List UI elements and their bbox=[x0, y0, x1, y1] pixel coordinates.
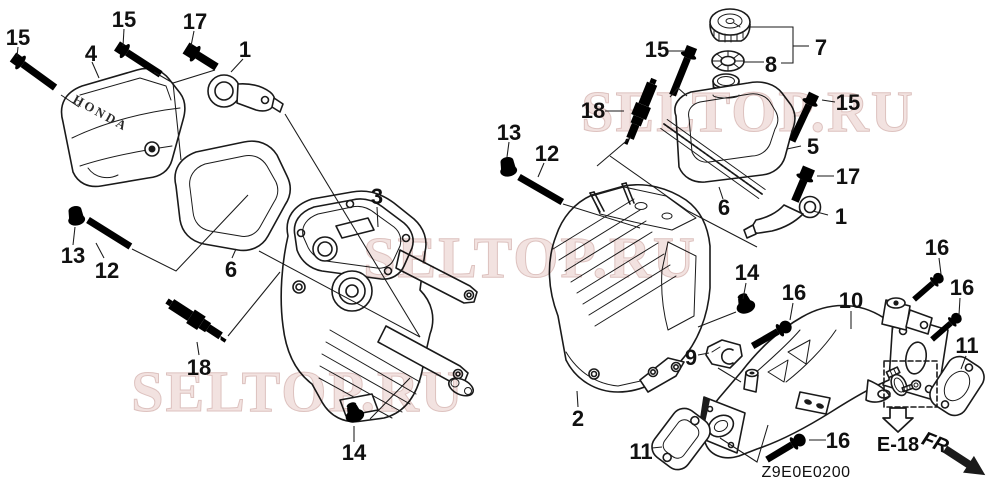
callout-leader-lines bbox=[16, 26, 967, 463]
page-ref-label: E-18 bbox=[877, 434, 919, 456]
diagram-code: Z9E0E0200 bbox=[761, 464, 850, 481]
part-11-gasket-right bbox=[929, 355, 985, 417]
callout-14-right: 14 bbox=[735, 260, 760, 285]
detail-box bbox=[883, 360, 938, 408]
part-14-bolt-right bbox=[732, 290, 757, 316]
part-1-bracket-right bbox=[743, 195, 822, 239]
down-arrow-icon bbox=[882, 407, 914, 433]
bolt-17-a bbox=[181, 40, 222, 75]
watermark-center: SELTOP.RU bbox=[363, 225, 696, 290]
part-2-cylinder bbox=[548, 182, 711, 393]
callout-16-a: 16 bbox=[782, 280, 806, 305]
callout-16-b: 16 bbox=[925, 235, 949, 260]
callout-15-c: 15 bbox=[645, 37, 669, 62]
line-art-layer: HONDA bbox=[8, 8, 985, 471]
watermark-top-right: SELTOP.RU bbox=[581, 79, 914, 144]
callout-13-center: 13 bbox=[497, 120, 521, 145]
callout-18-left: 18 bbox=[187, 355, 211, 380]
callout-9: 9 bbox=[685, 345, 697, 370]
callout-6-left: 6 bbox=[225, 257, 237, 282]
part-7-filler-cap bbox=[709, 8, 751, 43]
callout-3: 3 bbox=[371, 184, 383, 209]
callout-12-left: 12 bbox=[95, 258, 119, 283]
part-11-gasket-left bbox=[651, 407, 711, 471]
callout-1-left: 1 bbox=[239, 37, 251, 62]
callout-11-left: 11 bbox=[629, 439, 652, 464]
callout-8: 8 bbox=[765, 52, 777, 77]
callout-12-center: 12 bbox=[535, 141, 559, 166]
callout-18-top: 18 bbox=[581, 98, 605, 123]
callout-17-b: 17 bbox=[836, 164, 860, 189]
callout-16-d: 16 bbox=[826, 428, 850, 453]
part-13-nut-center bbox=[497, 155, 519, 178]
callout-5: 5 bbox=[807, 134, 819, 159]
part-1-bracket-left bbox=[207, 74, 284, 113]
callout-13-left: 13 bbox=[61, 243, 85, 268]
watermark-bottom-left: SELTOP.RU bbox=[131, 359, 464, 424]
part-6-gasket-left bbox=[174, 140, 291, 252]
part-5-head-cover bbox=[674, 73, 796, 183]
part-18-spark-plug-left bbox=[162, 294, 231, 347]
bolt-15-a bbox=[8, 50, 60, 95]
callout-1-right: 1 bbox=[835, 204, 847, 229]
callout-10: 10 bbox=[839, 288, 863, 313]
part-12-stud-left bbox=[86, 217, 133, 250]
part-3-cylinder-head bbox=[280, 190, 478, 423]
part-6-gasket-right bbox=[660, 119, 766, 199]
callout-2: 2 bbox=[572, 406, 584, 431]
callout-11-right: 11 bbox=[955, 333, 978, 358]
bolt-16-b bbox=[910, 270, 947, 304]
callout-17-a: 17 bbox=[183, 9, 207, 34]
hose-clamp-detail bbox=[885, 366, 908, 397]
part-4-valve-cover: HONDA bbox=[60, 67, 186, 188]
front-arrow-icon bbox=[942, 445, 986, 476]
callout-16-c: 16 bbox=[950, 275, 974, 300]
callout-14-left: 14 bbox=[342, 440, 367, 465]
part-9-clamp bbox=[705, 339, 743, 369]
callout-7: 7 bbox=[815, 35, 827, 60]
callout-15-d: 15 bbox=[836, 90, 860, 115]
callout-6-right: 6 bbox=[718, 195, 730, 220]
callout-4: 4 bbox=[85, 41, 98, 66]
callout-labels: 15 4 15 17 1 6 3 13 12 18 15 7 8 15 5 6 … bbox=[6, 7, 979, 465]
part-12-stud-center bbox=[517, 173, 565, 206]
callout-15-a: 15 bbox=[6, 25, 30, 50]
callout-15-b: 15 bbox=[112, 7, 136, 32]
watermark-layer: SELTOP.RU SELTOP.RU SELTOP.RU bbox=[131, 79, 914, 425]
clamp-bolt-detail bbox=[901, 379, 922, 393]
part-8-cap-gasket bbox=[711, 50, 745, 72]
part-13-nut-left bbox=[65, 204, 87, 227]
